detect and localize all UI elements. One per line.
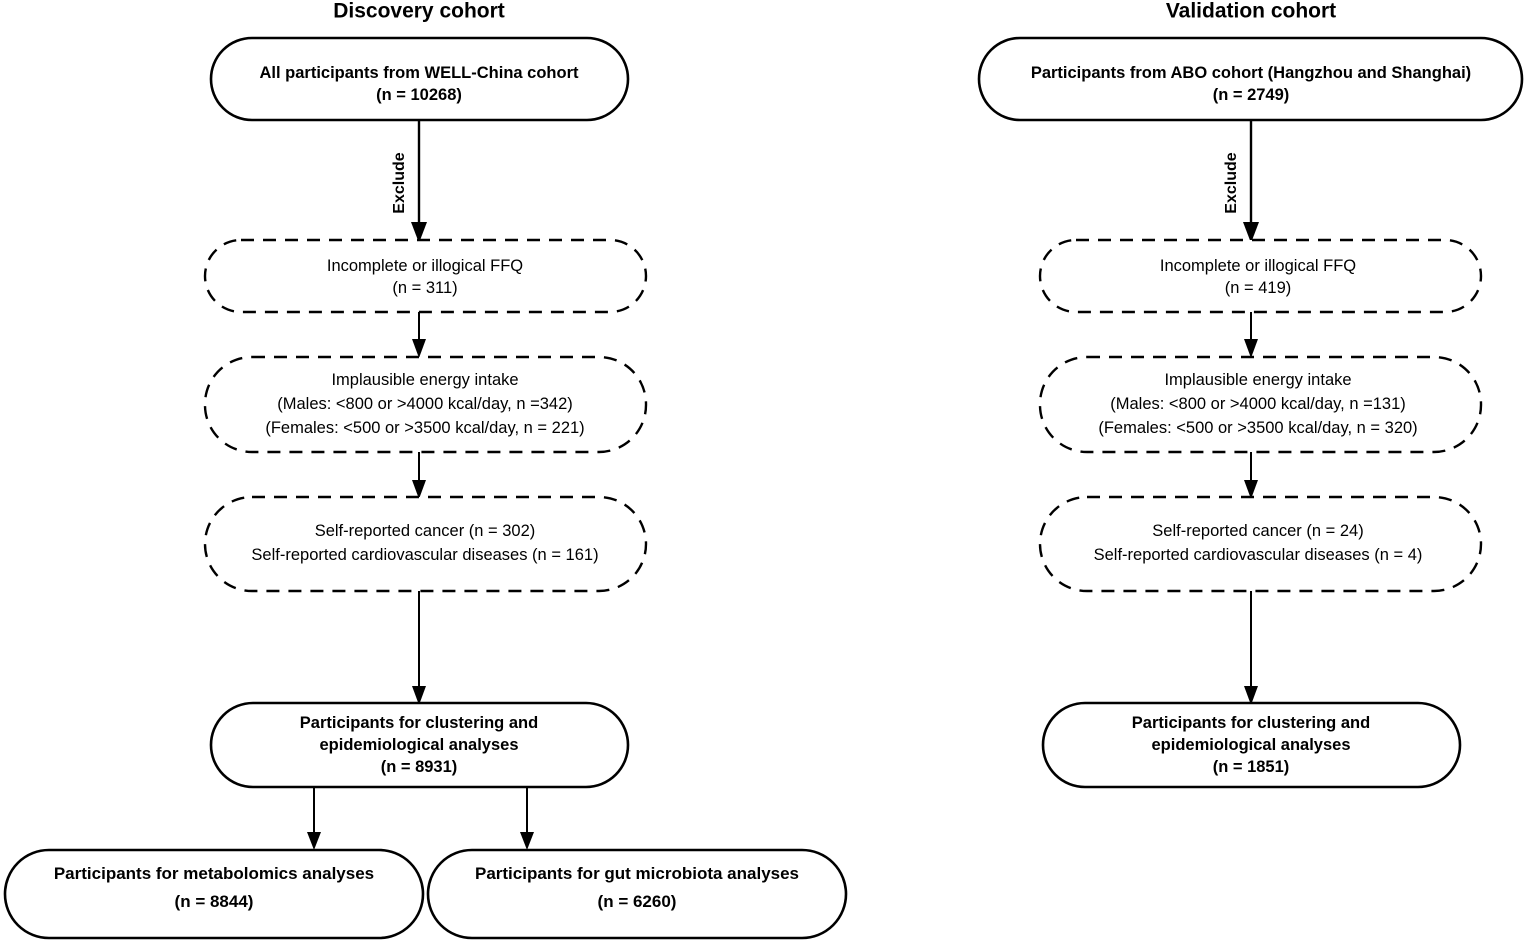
box-discovery-exclusion-energy-line2: (Males: <800 or >4000 kcal/day, n =342) [277,395,573,413]
arrowhead-validation-source-to-ffq [1243,222,1259,243]
box-validation-analysis-line2: epidemiological analyses [1152,736,1351,754]
column-title-discovery: Discovery cohort [333,0,505,23]
box-validation-exclusion-energy-line3: (Females: <500 or >3500 kcal/day, n = 32… [1098,419,1417,437]
box-validation-analysis-line1: Participants for clustering and [1132,714,1370,732]
box-validation-exclusion-disease-line1: Self-reported cancer (n = 24) [1152,522,1363,540]
box-validation-source-line1: Participants from ABO cohort (Hangzhou a… [1031,64,1471,82]
box-validation-exclusion-energy-line2: (Males: <800 or >4000 kcal/day, n =131) [1110,395,1406,413]
arrowhead-discovery-source-to-ffq [411,222,427,243]
arrowhead-discovery-disease-to-analysis [412,686,426,705]
column-title-validation: Validation cohort [1166,0,1336,23]
arrowhead-validation-disease-to-analysis [1244,686,1258,705]
box-discovery-analysis-line3: (n = 8931) [381,758,458,776]
box-discovery-exclusion-disease [203,495,648,593]
box-validation-analysis [1041,701,1462,789]
arrowhead-discovery-analysis-to-microbiota [520,832,534,850]
box-discovery-exclusion-energy [203,355,648,454]
box-validation-exclusion-ffq [1038,238,1483,314]
box-validation-analysis-line3: (n = 1851) [1213,758,1290,776]
box-validation-exclusion-energy-line1: Implausible energy intake [1164,371,1351,389]
box-validation-source-line2: (n = 2749) [1213,86,1290,104]
exclude-label-validation: Exclude [1223,152,1240,213]
box-discovery-exclusion-energy-line3: (Females: <500 or >3500 kcal/day, n = 22… [265,419,584,437]
box-discovery-exclusion-disease-line1: Self-reported cancer (n = 302) [315,522,536,540]
box-validation-exclusion-ffq-line1: Incomplete or illogical FFQ [1160,257,1356,275]
box-discovery-analysis [209,701,630,789]
exclude-label-discovery: Exclude [391,152,408,213]
box-discovery-microbiota-line2: (n = 6260) [598,892,677,911]
box-discovery-exclusion-energy-line1: Implausible energy intake [331,371,518,389]
arrowhead-validation-energy-to-disease [1244,480,1258,499]
box-discovery-microbiota-line1: Participants for gut microbiota analyses [475,864,799,883]
box-discovery-exclusion-disease-line2: Self-reported cardiovascular diseases (n… [251,546,598,564]
arrowhead-discovery-ffq-to-energy [412,339,426,358]
box-validation-exclusion-disease [1038,495,1483,593]
box-discovery-microbiota [426,848,848,940]
box-validation-exclusion-disease-line2: Self-reported cardiovascular diseases (n… [1094,546,1423,564]
box-discovery-analysis-line1: Participants for clustering and [300,714,538,732]
box-discovery-metabolomics-line2: (n = 8844) [175,892,254,911]
box-discovery-analysis-line2: epidemiological analyses [320,736,519,754]
box-discovery-source-line2: (n = 10268) [376,86,462,104]
box-validation-exclusion-energy [1038,355,1483,454]
box-discovery-source-line1: All participants from WELL-China cohort [259,64,579,82]
arrowhead-discovery-energy-to-disease [412,480,426,499]
box-discovery-metabolomics-line1: Participants for metabolomics analyses [54,864,374,883]
box-validation-exclusion-ffq-line2: (n = 419) [1225,279,1292,297]
box-discovery-exclusion-ffq [203,238,648,314]
arrowhead-discovery-analysis-to-metabolomics [307,832,321,850]
box-discovery-exclusion-ffq-line1: Incomplete or illogical FFQ [327,257,523,275]
box-discovery-exclusion-ffq-line2: (n = 311) [392,279,457,297]
box-discovery-metabolomics [3,848,425,940]
arrowhead-validation-ffq-to-energy [1244,339,1258,358]
